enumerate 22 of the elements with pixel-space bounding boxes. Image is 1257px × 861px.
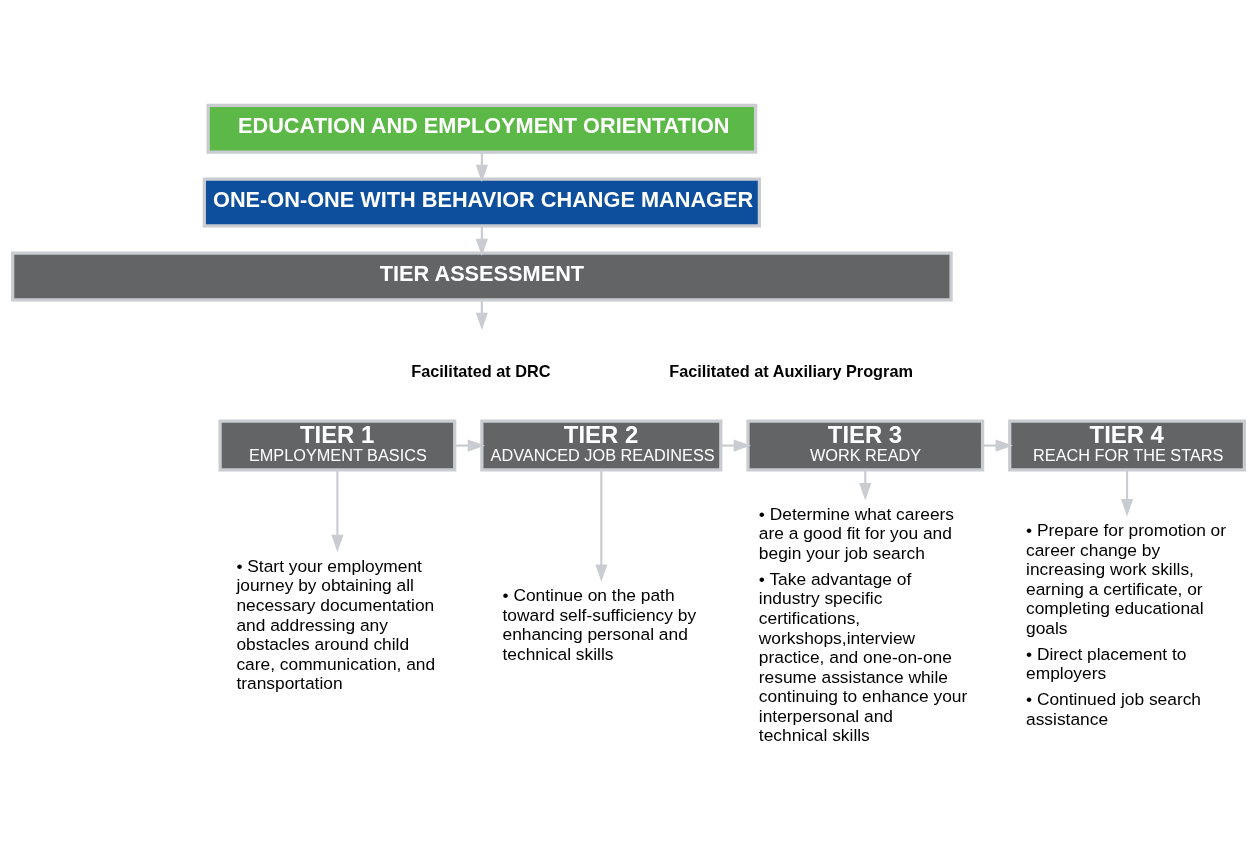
label: Facilitated at Auxiliary Program bbox=[669, 362, 913, 381]
arrow bbox=[331, 470, 344, 553]
arrow bbox=[475, 152, 488, 183]
arrow bbox=[982, 439, 1013, 452]
node-box: EDUCATION AND EMPLOYMENT ORIENTATION bbox=[206, 103, 758, 154]
label: Facilitated at DRC bbox=[411, 362, 551, 381]
arrow bbox=[454, 439, 486, 452]
node-box: TIER 3 WORK READY bbox=[746, 419, 985, 472]
arrow bbox=[720, 439, 751, 452]
arrow bbox=[1120, 470, 1134, 517]
node-text: • Prepare for promotion or career change by increasing work skills, earning a certificate, or completing educational goals • Direct placement to employers • Continued job search assistance bbox=[1026, 520, 1227, 730]
arrow bbox=[595, 470, 608, 582]
node-box: TIER ASSESSMENT bbox=[11, 251, 953, 302]
node-text: • Determine what careers are a good fit for you and begin your job search • Take advantage of industry specific certifications, workshops,interview practice, and one-on-one resume assistance while continuing to enhance your interpersonal and technical skills bbox=[758, 503, 968, 746]
node-box: ONE-ON-ONE WITH BEHAVIOR CHANGE MANAGER bbox=[202, 177, 761, 228]
node-text: • Continue on the path toward self-sufficiency by enhancing personal and technical skills bbox=[502, 585, 697, 664]
node-box: TIER 2 ADVANCED JOB READINESS bbox=[480, 419, 723, 472]
node-box: TIER 4 REACH FOR THE STARS bbox=[1008, 419, 1246, 472]
node-box: TIER 1 EMPLOYMENT BASICS bbox=[218, 419, 457, 472]
arrow bbox=[475, 299, 488, 331]
arrow bbox=[475, 225, 488, 257]
node-text: • Start your employment journey by obtaining all necessary documentation and addressing any obstacles around child care, communication, and transportation bbox=[236, 555, 436, 694]
